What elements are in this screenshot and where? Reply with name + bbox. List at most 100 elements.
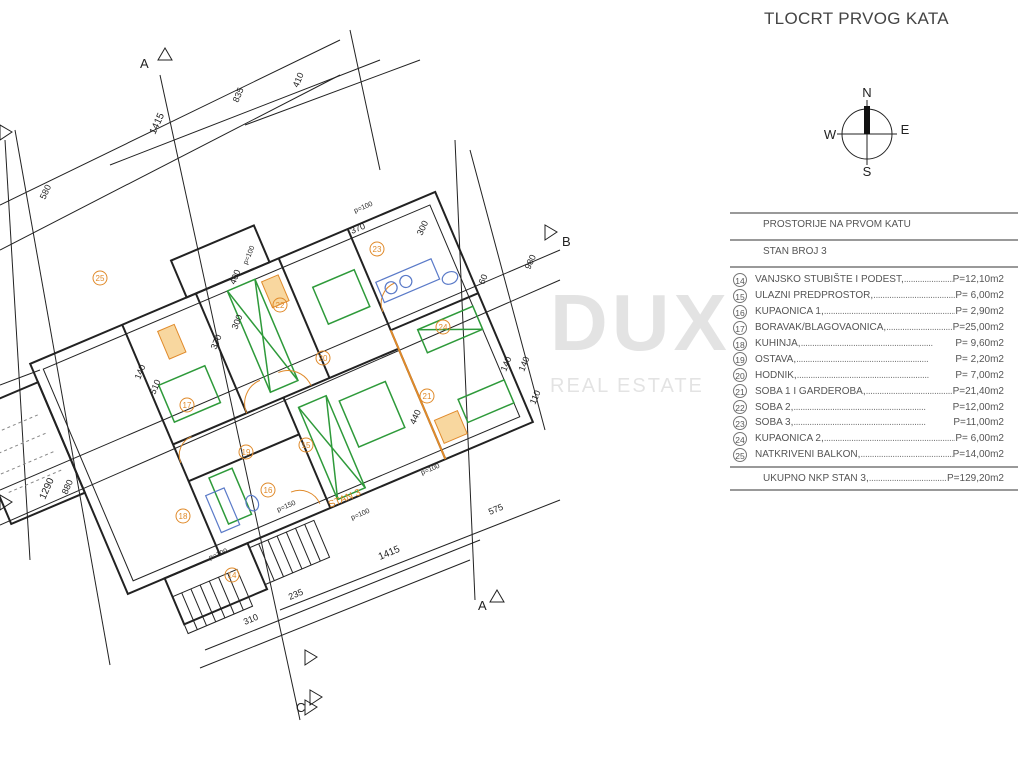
section-arrow-icon [304,699,318,716]
room-area: P= 2,20m2 [955,353,1004,365]
legend-subheading: STAN BROJ 3 [763,246,827,257]
page-title: TLOCRT PRVOG KATA [764,9,949,28]
room-marker-circle [435,319,451,335]
watermark-logo-text: DUX [550,278,731,367]
dimension-label: 410 [291,71,306,89]
dot-leader: ........................................… [886,322,953,334]
dimension-label: 575 [487,502,505,517]
room-number-badge: 24 [733,431,747,446]
dimension-label: 60 [477,273,490,286]
north-arrow-icon [864,106,870,134]
room-number-badge: 19 [733,352,747,367]
room-number-badge: 25 [733,447,747,462]
section-label: B [562,234,571,249]
dot-leader: ........................................… [796,353,929,365]
dot-leader: ........................................… [903,274,953,286]
watermark-logo: DUX REAL ESTATE [550,278,731,397]
section-arrow-icon [489,589,505,603]
room-name: KUHINJA, [755,338,801,349]
compass-north: N [862,85,871,100]
room-area: P= 9,60m2 [955,338,1004,349]
room-marker-circle [260,482,276,498]
legend-row: 20 HODNIK,...............................… [730,367,1018,383]
dot-leader: ........................................… [823,306,956,318]
room-number: 14 [228,571,237,580]
room-area: P=21,40m2 [952,385,1004,397]
section-label: A [478,598,487,613]
room-marker-circle [238,444,254,460]
room-name: OSTAVA, [755,353,797,365]
room-area: P= 2,90m2 [955,306,1004,318]
room-number-badge: 21 [733,384,747,399]
total-area: P=129,20m2 [947,472,1004,484]
room-number: 16 [264,486,273,495]
dimension-label: 510 [148,378,163,396]
dimension-label: 1415 [148,111,168,136]
north-compass: N W E S [824,85,910,179]
room-area: P=14,00m2 [952,449,1004,461]
room-number-badge: 15 [733,288,747,303]
room-number-badge: 17 [733,320,747,335]
section-arrow-icon [0,124,13,141]
room-area: P=12,10m2 [952,274,1004,286]
dimension-labels: 1415835410580370400300300370980110440575… [38,71,543,627]
dot-leader: ........................................… [793,401,926,413]
room-number: 25 [96,274,105,283]
room-name: HODNIK, [755,369,797,381]
room-name: SOBA 2, [755,401,794,413]
room-name: NATKRIVENI BALKON, [755,449,861,461]
room-marker-circle [179,397,195,413]
dimension-label: p=100 [242,245,256,266]
dot-leader: ........................................… [800,338,934,349]
dimension-label: 1290 [38,476,57,501]
section-arrow-icon [157,47,173,61]
dimension-label: 400 [228,268,243,286]
room-area: P= 7,00m2 [955,369,1004,381]
legend-heading: PROSTORIJE NA PRVOM KATU [763,219,911,230]
legend-row: 17 BORAVAK/BLAGOVAONICA,.................… [730,320,1018,336]
dimension-label: 300 [415,219,430,237]
dimension-label: 370 [209,333,224,351]
room-name: SOBA 3, [755,417,794,429]
dimension-lines [0,29,561,721]
room-number: 18 [179,512,188,521]
room-area: P=25,00m2 [952,322,1004,334]
dot-leader: ........................................… [796,369,930,381]
compass-west: W [824,127,837,142]
room-name: BORAVAK/BLAGOVAONICA, [755,322,887,334]
watermark-tagline: REAL ESTATE [550,375,704,397]
dimension-label: 310 [242,612,260,627]
room-number: 20 [319,354,328,363]
dot-leader: ........................................… [873,290,956,302]
total-label: UKUPNO NKP STAN 3, [763,472,869,484]
legend-total: UKUPNO NKP STAN 3, .....................… [730,468,1018,489]
section-arrow-icon [0,494,13,511]
room-name: SOBA 1 I GARDEROBA, [755,385,866,397]
compass-east: E [901,122,910,137]
dot-leader: ........................................… [793,417,926,429]
compass-south: S [863,164,872,179]
room-marker-circle [92,270,108,286]
room-number: 19 [242,448,251,457]
room-number: 15 [302,441,311,450]
room-number-badge: 20 [733,368,747,383]
room-area: P=12,00m2 [952,401,1004,413]
section-arrow-icon [304,649,318,666]
building [0,190,535,635]
room-marker-circle [298,437,314,453]
dimension-label: 235 [287,587,305,602]
room-marker-circle [272,297,288,313]
room-number-badge: 16 [733,304,747,319]
room-number-badge: 18 [733,336,747,351]
